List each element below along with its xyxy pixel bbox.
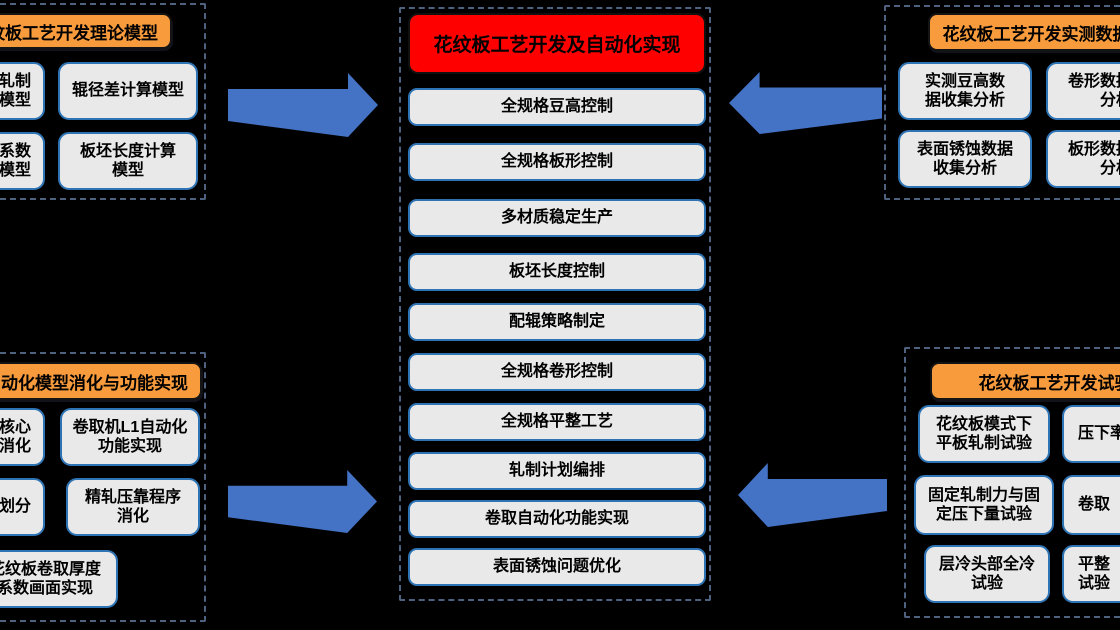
region-process-tests	[904, 347, 1120, 618]
diagram-box: 压下率	[1062, 405, 1120, 463]
center-task-box: 轧制计划编排	[408, 452, 706, 490]
diagram-box: 平整 试验	[1062, 545, 1120, 603]
arrow-right-icon	[228, 73, 378, 137]
diagram-box: 实测豆高数 据收集分析	[898, 62, 1032, 120]
diagram-box: 精轧压靠程序 消化	[66, 478, 200, 536]
main-title-box: 花纹板工艺开发及自动化实现	[408, 13, 706, 74]
diagram-box: 系数 模型	[0, 132, 45, 190]
theory-models-header: 花纹板工艺开发理论模型	[0, 13, 172, 49]
diagram-box: 辊径差计算模型	[58, 62, 198, 120]
diagram-box: 板坯长度计算 模型	[58, 132, 198, 190]
diagram-box: 卷取	[1062, 475, 1120, 535]
diagram-box: 层冷头部全冷 试验	[924, 545, 1050, 603]
center-task-box: 全规格豆高控制	[408, 88, 706, 126]
diagram-box: 花纹板模式下 平板轧制试验	[918, 405, 1050, 463]
region-model-digestion	[0, 352, 206, 622]
diagram-box: 卷取机L1自动化 功能实现	[60, 408, 200, 466]
region-theory-models	[0, 3, 206, 200]
center-task-box: 表面锈蚀问题优化	[408, 548, 706, 586]
arrow-left-icon	[729, 72, 882, 134]
center-task-box: 板坯长度控制	[408, 253, 706, 291]
diagram-box: 表面锈蚀数据 收集分析	[898, 130, 1032, 188]
diagram-box: 固定轧制力与固 定压下量试验	[914, 475, 1054, 535]
model-digestion-header: 自动化模型消化与功能实现	[0, 362, 202, 400]
region-measured-data	[884, 5, 1120, 200]
center-task-box: 多材质稳定生产	[408, 199, 706, 237]
measured-data-header: 花纹板工艺开发实测数据分析	[928, 13, 1120, 51]
center-task-box: 配辊策略制定	[408, 303, 706, 341]
diagram-box: 花纹板卷取厚度 系数画面实现	[0, 550, 118, 608]
center-task-box: 全规格卷形控制	[408, 353, 706, 391]
center-task-box: 全规格平整工艺	[408, 403, 706, 441]
diagram-box: 卷形数据收集 分析	[1046, 62, 1120, 120]
diagram-box: 核心 消化	[0, 408, 45, 466]
diagram-box: 划分	[0, 478, 45, 536]
center-task-box: 全规格板形控制	[408, 143, 706, 181]
diagram-box: 轧制 模型	[0, 62, 45, 120]
process-tests-header: 花纹板工艺开发试验	[930, 362, 1120, 400]
region-center	[399, 7, 711, 601]
arrow-right-icon	[228, 470, 377, 533]
arrow-left-icon	[738, 463, 887, 527]
center-task-box: 卷取自动化功能实现	[408, 500, 706, 538]
diagram-box: 板形数据收集 分析	[1046, 130, 1120, 188]
